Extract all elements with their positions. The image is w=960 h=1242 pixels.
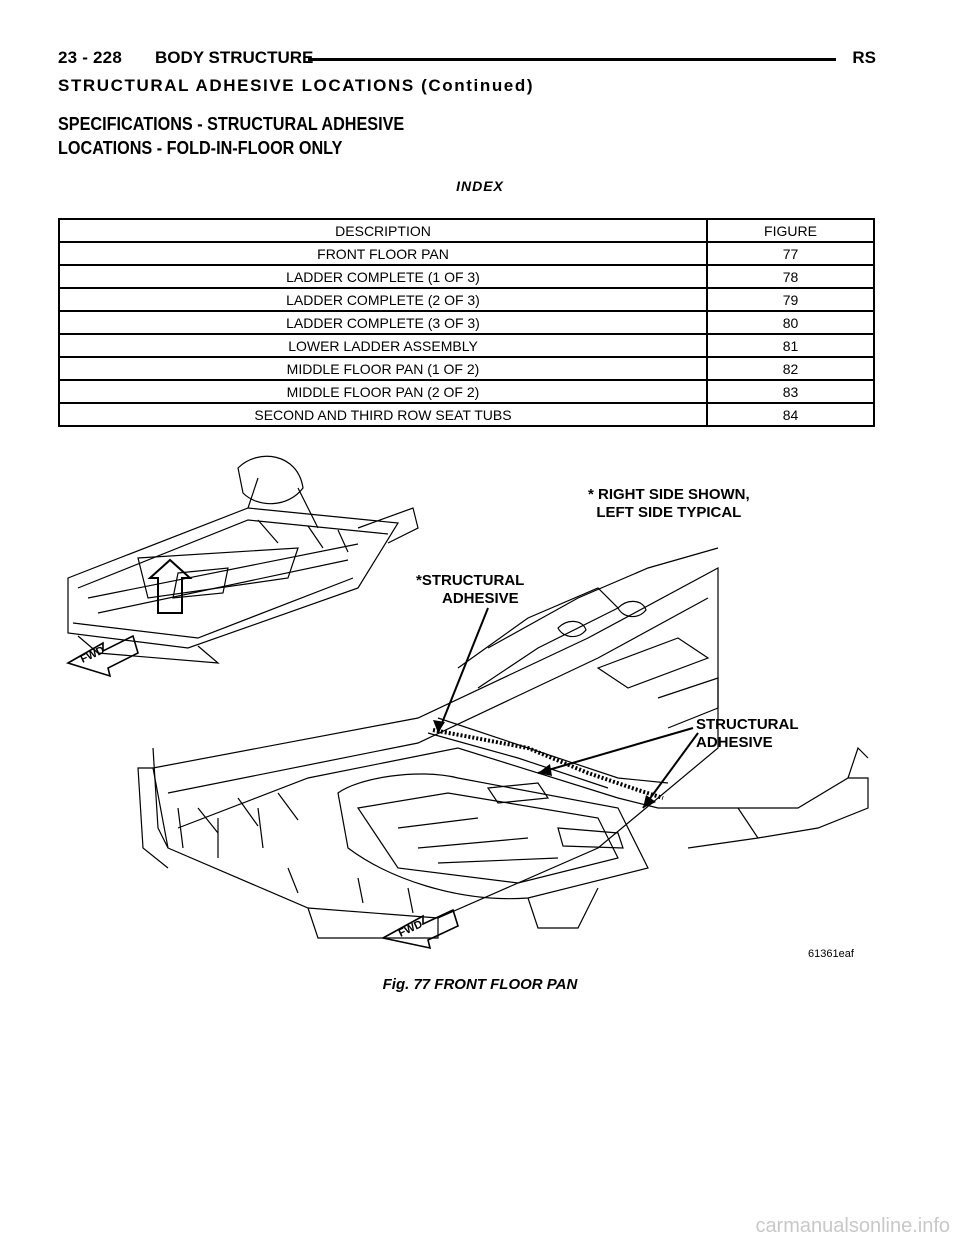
callout-star-line1: *STRUCTURAL bbox=[416, 572, 525, 589]
row-description: MIDDLE FLOOR PAN (2 OF 2) bbox=[58, 379, 708, 404]
note-line2: LEFT SIDE TYPICAL bbox=[596, 504, 742, 521]
leader-line-2 bbox=[537, 727, 694, 774]
row-description: LADDER COMPLETE (2 OF 3) bbox=[58, 287, 708, 312]
index-title: INDEX bbox=[456, 178, 504, 194]
row-description: SECOND AND THIRD ROW SEAT TUBS bbox=[58, 402, 708, 427]
index-table: DESCRIPTION FIGURE FRONT FLOOR PAN 77 LA… bbox=[58, 218, 875, 427]
row-description: LOWER LADDER ASSEMBLY bbox=[58, 333, 708, 358]
figure-caption: Fig. 77 FRONT FLOOR PAN bbox=[382, 976, 578, 993]
row-figure: 82 bbox=[706, 356, 875, 381]
row-figure: 83 bbox=[706, 379, 875, 404]
floor-pan-illustration bbox=[66, 455, 869, 950]
vehicle-code: RS bbox=[852, 48, 876, 67]
row-description: LADDER COMPLETE (1 OF 3) bbox=[58, 264, 708, 289]
right-side-note: * RIGHT SIDE SHOWN, LEFT SIDE TYPICAL bbox=[588, 486, 750, 522]
overview-underbody bbox=[67, 455, 419, 664]
row-figure: 80 bbox=[706, 310, 875, 335]
leader-line-1 bbox=[437, 607, 489, 734]
callout-line2: ADHESIVE bbox=[696, 734, 773, 751]
adhesive-seam bbox=[432, 728, 664, 800]
row-description: LADDER COMPLETE (3 OF 3) bbox=[58, 310, 708, 335]
header-figure: FIGURE bbox=[706, 218, 875, 243]
table-row: MIDDLE FLOOR PAN (1 OF 2) 82 bbox=[58, 356, 875, 381]
table-row: LOWER LADDER ASSEMBLY 81 bbox=[58, 333, 875, 358]
row-figure: 84 bbox=[706, 402, 875, 427]
table-row: LADDER COMPLETE (3 OF 3) 80 bbox=[58, 310, 875, 335]
page-header: 23 - 228 BODY STRUCTURE RS bbox=[58, 46, 876, 74]
table-row: FRONT FLOOR PAN 77 bbox=[58, 241, 875, 266]
up-arrow-icon bbox=[147, 558, 193, 614]
page-number: 23 - 228 bbox=[58, 48, 122, 67]
table-row: LADDER COMPLETE (1 OF 3) 78 bbox=[58, 264, 875, 289]
table-row: MIDDLE FLOOR PAN (2 OF 2) 83 bbox=[58, 379, 875, 404]
callout-star-line2: ADHESIVE bbox=[442, 590, 519, 607]
table-row: SECOND AND THIRD ROW SEAT TUBS 84 bbox=[58, 402, 875, 427]
continued-heading: STRUCTURAL ADHESIVE LOCATIONS (Continued… bbox=[58, 76, 535, 95]
row-figure: 77 bbox=[706, 241, 875, 266]
floor-pan-main bbox=[137, 547, 869, 939]
header-description: DESCRIPTION bbox=[58, 218, 708, 243]
row-figure: 81 bbox=[706, 333, 875, 358]
spec-title-line1: SPECIFICATIONS - STRUCTURAL ADHESIVE bbox=[58, 114, 405, 134]
row-description: FRONT FLOOR PAN bbox=[58, 241, 708, 266]
front-floor-pan-figure: * RIGHT SIDE SHOWN, LEFT SIDE TYPICAL *S… bbox=[58, 448, 878, 968]
callout-line1: STRUCTURAL bbox=[696, 716, 799, 733]
row-figure: 78 bbox=[706, 264, 875, 289]
leader-line-3 bbox=[642, 732, 699, 809]
row-figure: 79 bbox=[706, 287, 875, 312]
figure-id: 61361eaf bbox=[808, 948, 854, 960]
section-title: BODY STRUCTURE bbox=[155, 48, 314, 67]
table-header-row: DESCRIPTION FIGURE bbox=[58, 218, 875, 243]
row-description: MIDDLE FLOOR PAN (1 OF 2) bbox=[58, 356, 708, 381]
note-line1: * RIGHT SIDE SHOWN, bbox=[588, 486, 750, 503]
header-rule bbox=[308, 58, 836, 61]
callout-star-adhesive: *STRUCTURAL ADHESIVE bbox=[416, 572, 524, 608]
callout-adhesive: STRUCTURAL ADHESIVE bbox=[696, 716, 799, 752]
table-row: LADDER COMPLETE (2 OF 3) 79 bbox=[58, 287, 875, 312]
spec-title-line2: LOCATIONS - FOLD-IN-FLOOR ONLY bbox=[58, 138, 343, 158]
fwd-arrow-icon-2 bbox=[380, 908, 459, 950]
fwd-arrow-icon bbox=[66, 634, 139, 678]
spec-title: SPECIFICATIONS - STRUCTURAL ADHESIVE LOC… bbox=[58, 112, 404, 160]
watermark: carmanualsonline.info bbox=[755, 1215, 950, 1237]
